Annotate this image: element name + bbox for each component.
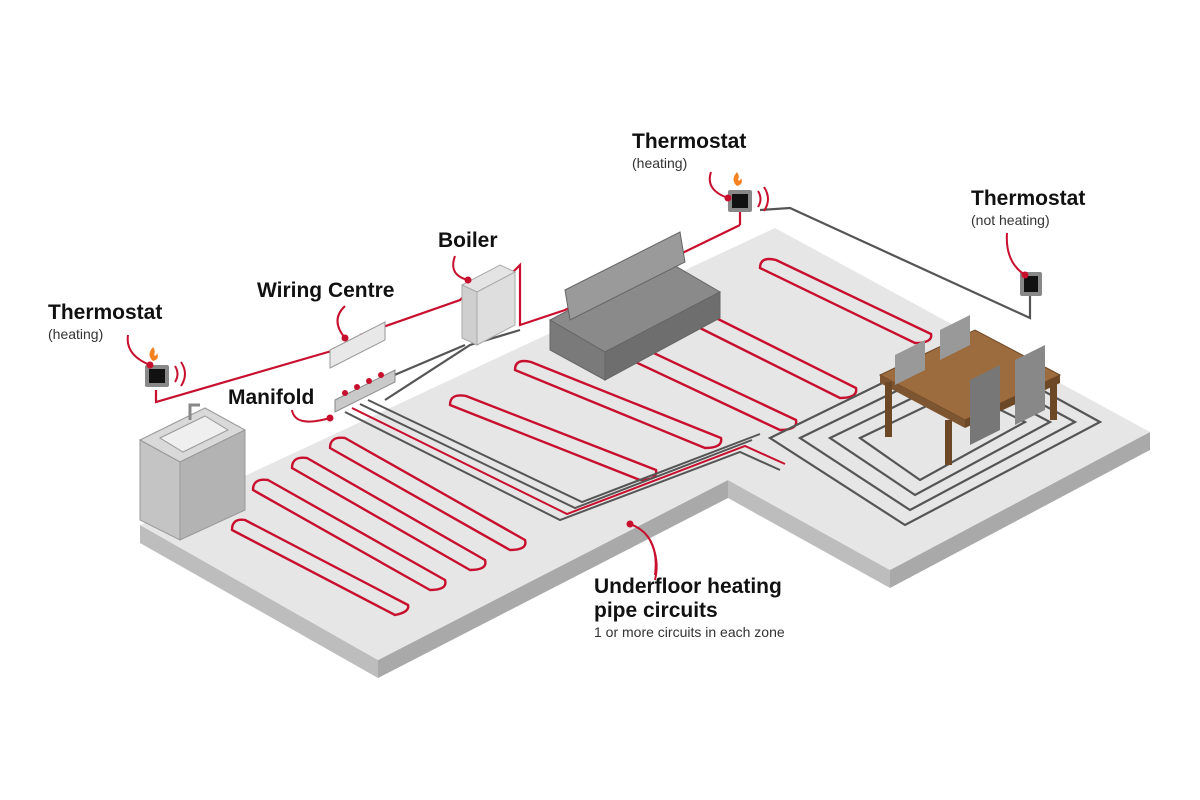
leader-dots	[146, 194, 1029, 528]
dining-table	[878, 315, 1062, 465]
floor-side-right	[890, 432, 1150, 588]
pipe-zone-living	[448, 257, 933, 482]
label-subtitle: (not heating)	[971, 212, 1050, 228]
thermostat-icon	[145, 365, 169, 387]
label-title: Boiler	[438, 229, 498, 252]
wire-manifold-grey	[384, 328, 521, 401]
sofa	[548, 231, 722, 381]
flame-icon	[733, 172, 742, 186]
signal-waves-icon	[757, 186, 769, 212]
label-pipe-circuits: Underfloor heating pipe circuits 1 or mo…	[594, 575, 785, 641]
label-title: Thermostat	[632, 130, 747, 153]
manifold-unit	[334, 369, 396, 413]
leader-pipe-circuits	[629, 523, 657, 576]
label-wiring-centre: Wiring Centre	[257, 279, 394, 303]
wiring-centre-box	[329, 321, 386, 369]
thermostat-icon	[728, 190, 752, 212]
flame-icon	[149, 347, 158, 361]
kitchen-sink-unit	[138, 403, 247, 541]
label-title: Manifold	[228, 386, 315, 409]
label-subtitle: (heating)	[632, 155, 688, 171]
signal-waves-icon	[174, 361, 186, 387]
floor-side-bottom	[728, 480, 890, 588]
feed-pipes	[344, 399, 786, 522]
label-title: Thermostat	[971, 187, 1086, 210]
label-thermostat-left: Thermostat (heating)	[48, 301, 162, 343]
label-title: Thermostat	[48, 301, 163, 324]
label-title-line1: Underfloor heating	[594, 575, 782, 598]
label-boiler: Boiler	[438, 229, 498, 253]
label-thermostat-right: Thermostat (not heating)	[971, 187, 1085, 229]
pipe-circuits	[230, 257, 933, 617]
wire-thermostat-left	[154, 348, 336, 404]
label-title-line2: pipe circuits	[594, 599, 718, 622]
label-subtitle: 1 or more circuits in each zone	[594, 624, 785, 640]
floor-side-left	[140, 525, 378, 678]
floor-slab	[140, 228, 1150, 678]
pipe-zone-kitchen	[230, 436, 527, 617]
label-thermostat-top: Thermostat (heating)	[632, 130, 746, 172]
boiler	[460, 264, 517, 346]
label-subtitle: (heating)	[48, 326, 104, 342]
label-title: Wiring Centre	[257, 279, 395, 302]
label-manifold: Manifold	[228, 386, 314, 410]
wire-thermostat-right	[759, 206, 1032, 320]
floor-top	[140, 228, 1150, 660]
